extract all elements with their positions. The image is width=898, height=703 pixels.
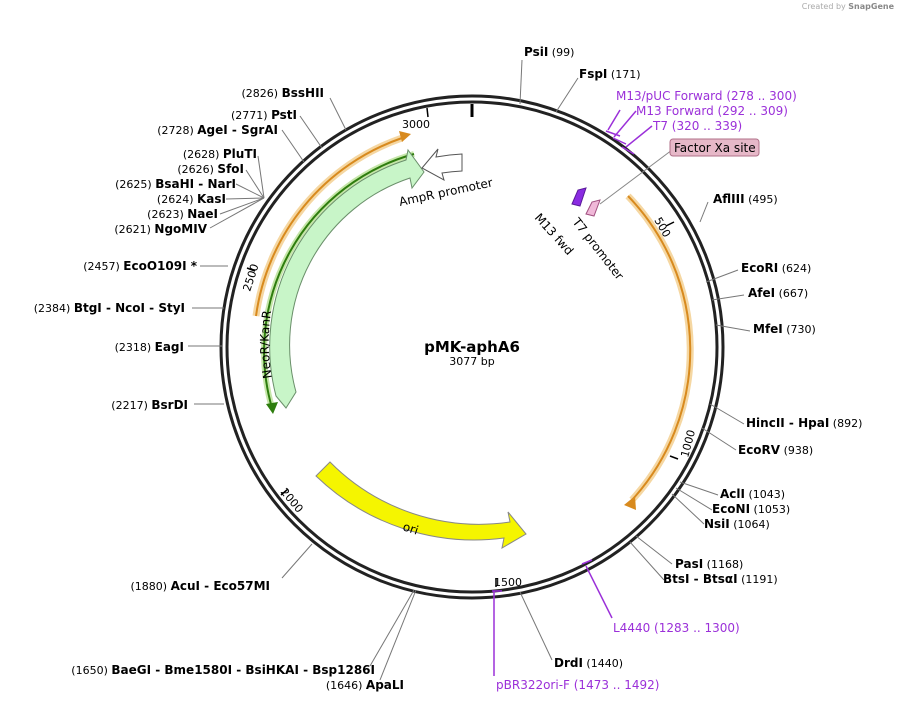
- primer-mark-m13fwd: [612, 137, 627, 145]
- primer-mark-t7: [621, 146, 635, 155]
- site-label-acui[interactable]: (1880) AcuI - Eco57MI: [130, 579, 270, 593]
- primer-label-t7[interactable]: T7 (320 .. 339): [652, 119, 742, 133]
- t7-promoter-label: T7 promoter: [569, 214, 627, 282]
- m13-fwd-feature: [571, 187, 587, 207]
- primer-mark-m13puc: [605, 130, 621, 137]
- site-label-bsahi[interactable]: (2625) BsaHI - NarI: [115, 177, 236, 191]
- tick-marks: [246, 107, 679, 587]
- site-label-sfoi[interactable]: (2626) SfoI: [177, 162, 244, 176]
- site-leader-lines: [188, 59, 751, 681]
- credit-prefix: Created by: [801, 2, 846, 11]
- plasmid-length: 3077 bp: [449, 355, 494, 368]
- neor-orf-arrowhead: [266, 402, 278, 414]
- site-label-btgi[interactable]: (2384) BtgI - NcoI - StyI: [34, 301, 185, 315]
- tick-label-3000: 3000: [402, 118, 430, 131]
- ori-feature: [315, 461, 527, 549]
- site-label-ngomiv[interactable]: (2621) NgoMIV: [114, 222, 207, 236]
- primer-label-m13forward[interactable]: M13 Forward (292 .. 309): [636, 104, 788, 118]
- ampr-promoter-feature: [421, 148, 463, 182]
- site-label-acli[interactable]: AclI (1043): [720, 487, 785, 501]
- site-label-fspi[interactable]: FspI (171): [579, 67, 640, 81]
- primer-labels: M13/pUC Forward (278 .. 300)M13 Forward …: [496, 89, 797, 692]
- site-label-drdi[interactable]: DrdI (1440): [554, 656, 623, 670]
- site-label-pluti[interactable]: (2628) PluTI: [183, 147, 257, 161]
- site-label-ecorv[interactable]: EcoRV (938): [738, 443, 813, 457]
- restriction-site-labels: PsiI (99) FspI (171) AflIII (495) EcoRI (62…: [34, 45, 863, 692]
- site-label-pasi[interactable]: PasI (1168): [675, 557, 743, 571]
- backbone-outer: [219, 94, 725, 600]
- site-label-agei[interactable]: (2728) AgeI - SgrAI: [157, 123, 278, 137]
- primer-label-pbr322orif[interactable]: pBR322ori-F (1473 .. 1492): [496, 678, 659, 692]
- ori-label: ori: [401, 520, 420, 538]
- neor-kanr-feature: [269, 148, 425, 409]
- factor-xa-box: [669, 138, 760, 157]
- site-label-bsshii[interactable]: (2826) BssHII: [242, 86, 324, 100]
- snapgene-logo: SnapGene: [848, 2, 894, 11]
- backbone-inner: [225, 100, 719, 594]
- snapgene-credit: Created by SnapGene: [802, 2, 894, 11]
- site-label-afei[interactable]: AfeI (667): [748, 286, 808, 300]
- plasmid-name: pMK-aphA6: [424, 338, 520, 356]
- site-label-naei[interactable]: (2623) NaeI: [147, 207, 218, 221]
- site-label-hincii[interactable]: HincII - HpaI (892): [746, 416, 862, 430]
- tick-label-1500: 1500: [494, 576, 522, 589]
- neor-kanr-label: NeoR/KanR: [258, 309, 275, 379]
- site-label-ecori[interactable]: EcoRI (624): [741, 261, 811, 275]
- site-label-psti[interactable]: (2771) PstI: [231, 108, 297, 122]
- site-label-eagi[interactable]: (2318) EagI: [115, 340, 184, 354]
- site-label-nsii[interactable]: NsiI (1064): [704, 517, 770, 531]
- primer-mark-l4440: [581, 559, 593, 565]
- site-label-ecoo109i[interactable]: (2457) EcoO109I *: [83, 259, 198, 273]
- primer-label-m13pucforward[interactable]: M13/pUC Forward (278 .. 300): [616, 89, 797, 103]
- orf-arc-left-arrowhead: [399, 131, 411, 142]
- tick-label-1000: 1000: [678, 428, 698, 458]
- site-label-mfei[interactable]: MfeI (730): [753, 322, 816, 336]
- primer-label-l4440[interactable]: L4440 (1283 .. 1300): [613, 621, 740, 635]
- factor-xa-label: Factor Xa site: [674, 141, 756, 155]
- site-label-afliii[interactable]: AflIII (495): [713, 192, 778, 206]
- orf-arc-right-arrowhead: [624, 496, 636, 510]
- site-label-bsrdi[interactable]: (2217) BsrDI: [111, 398, 188, 412]
- site-label-econi[interactable]: EcoNI (1053): [712, 502, 790, 516]
- site-label-psii[interactable]: PsiI (99): [524, 45, 574, 59]
- site-label-baegi[interactable]: (1650) BaeGI - Bme1580I - BsiHKAI - Bsp1…: [71, 663, 375, 677]
- site-label-apali[interactable]: (1646) ApaLI: [326, 678, 404, 692]
- m13-fwd-label: M13 fwd: [532, 211, 576, 258]
- site-label-kasi[interactable]: (2624) KasI: [157, 192, 226, 206]
- site-label-btsi[interactable]: BtsI - BtsαI (1191): [663, 572, 778, 586]
- t7-promoter-feature: [585, 199, 601, 217]
